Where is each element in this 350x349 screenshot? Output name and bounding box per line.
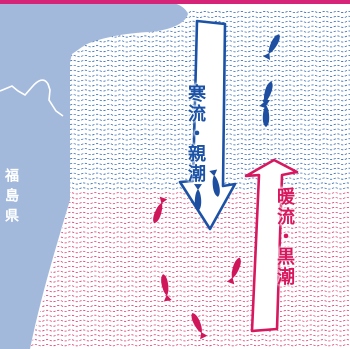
cold-current-arrow [178, 19, 237, 231]
fish-icon [159, 273, 172, 302]
prefecture-border [0, 79, 64, 117]
warm-current-waves [30, 192, 350, 347]
fish-icon [226, 256, 244, 285]
fish-icon [259, 80, 276, 109]
prefecture-label: 福島県 [3, 168, 19, 228]
warm-current-label: 暖流・黒潮 [274, 187, 295, 287]
cold-current-label: 寒流・親潮 [185, 84, 206, 184]
fish-icon [150, 196, 168, 225]
fukushima-land [0, 0, 188, 349]
warm-current-arrow [244, 158, 299, 333]
